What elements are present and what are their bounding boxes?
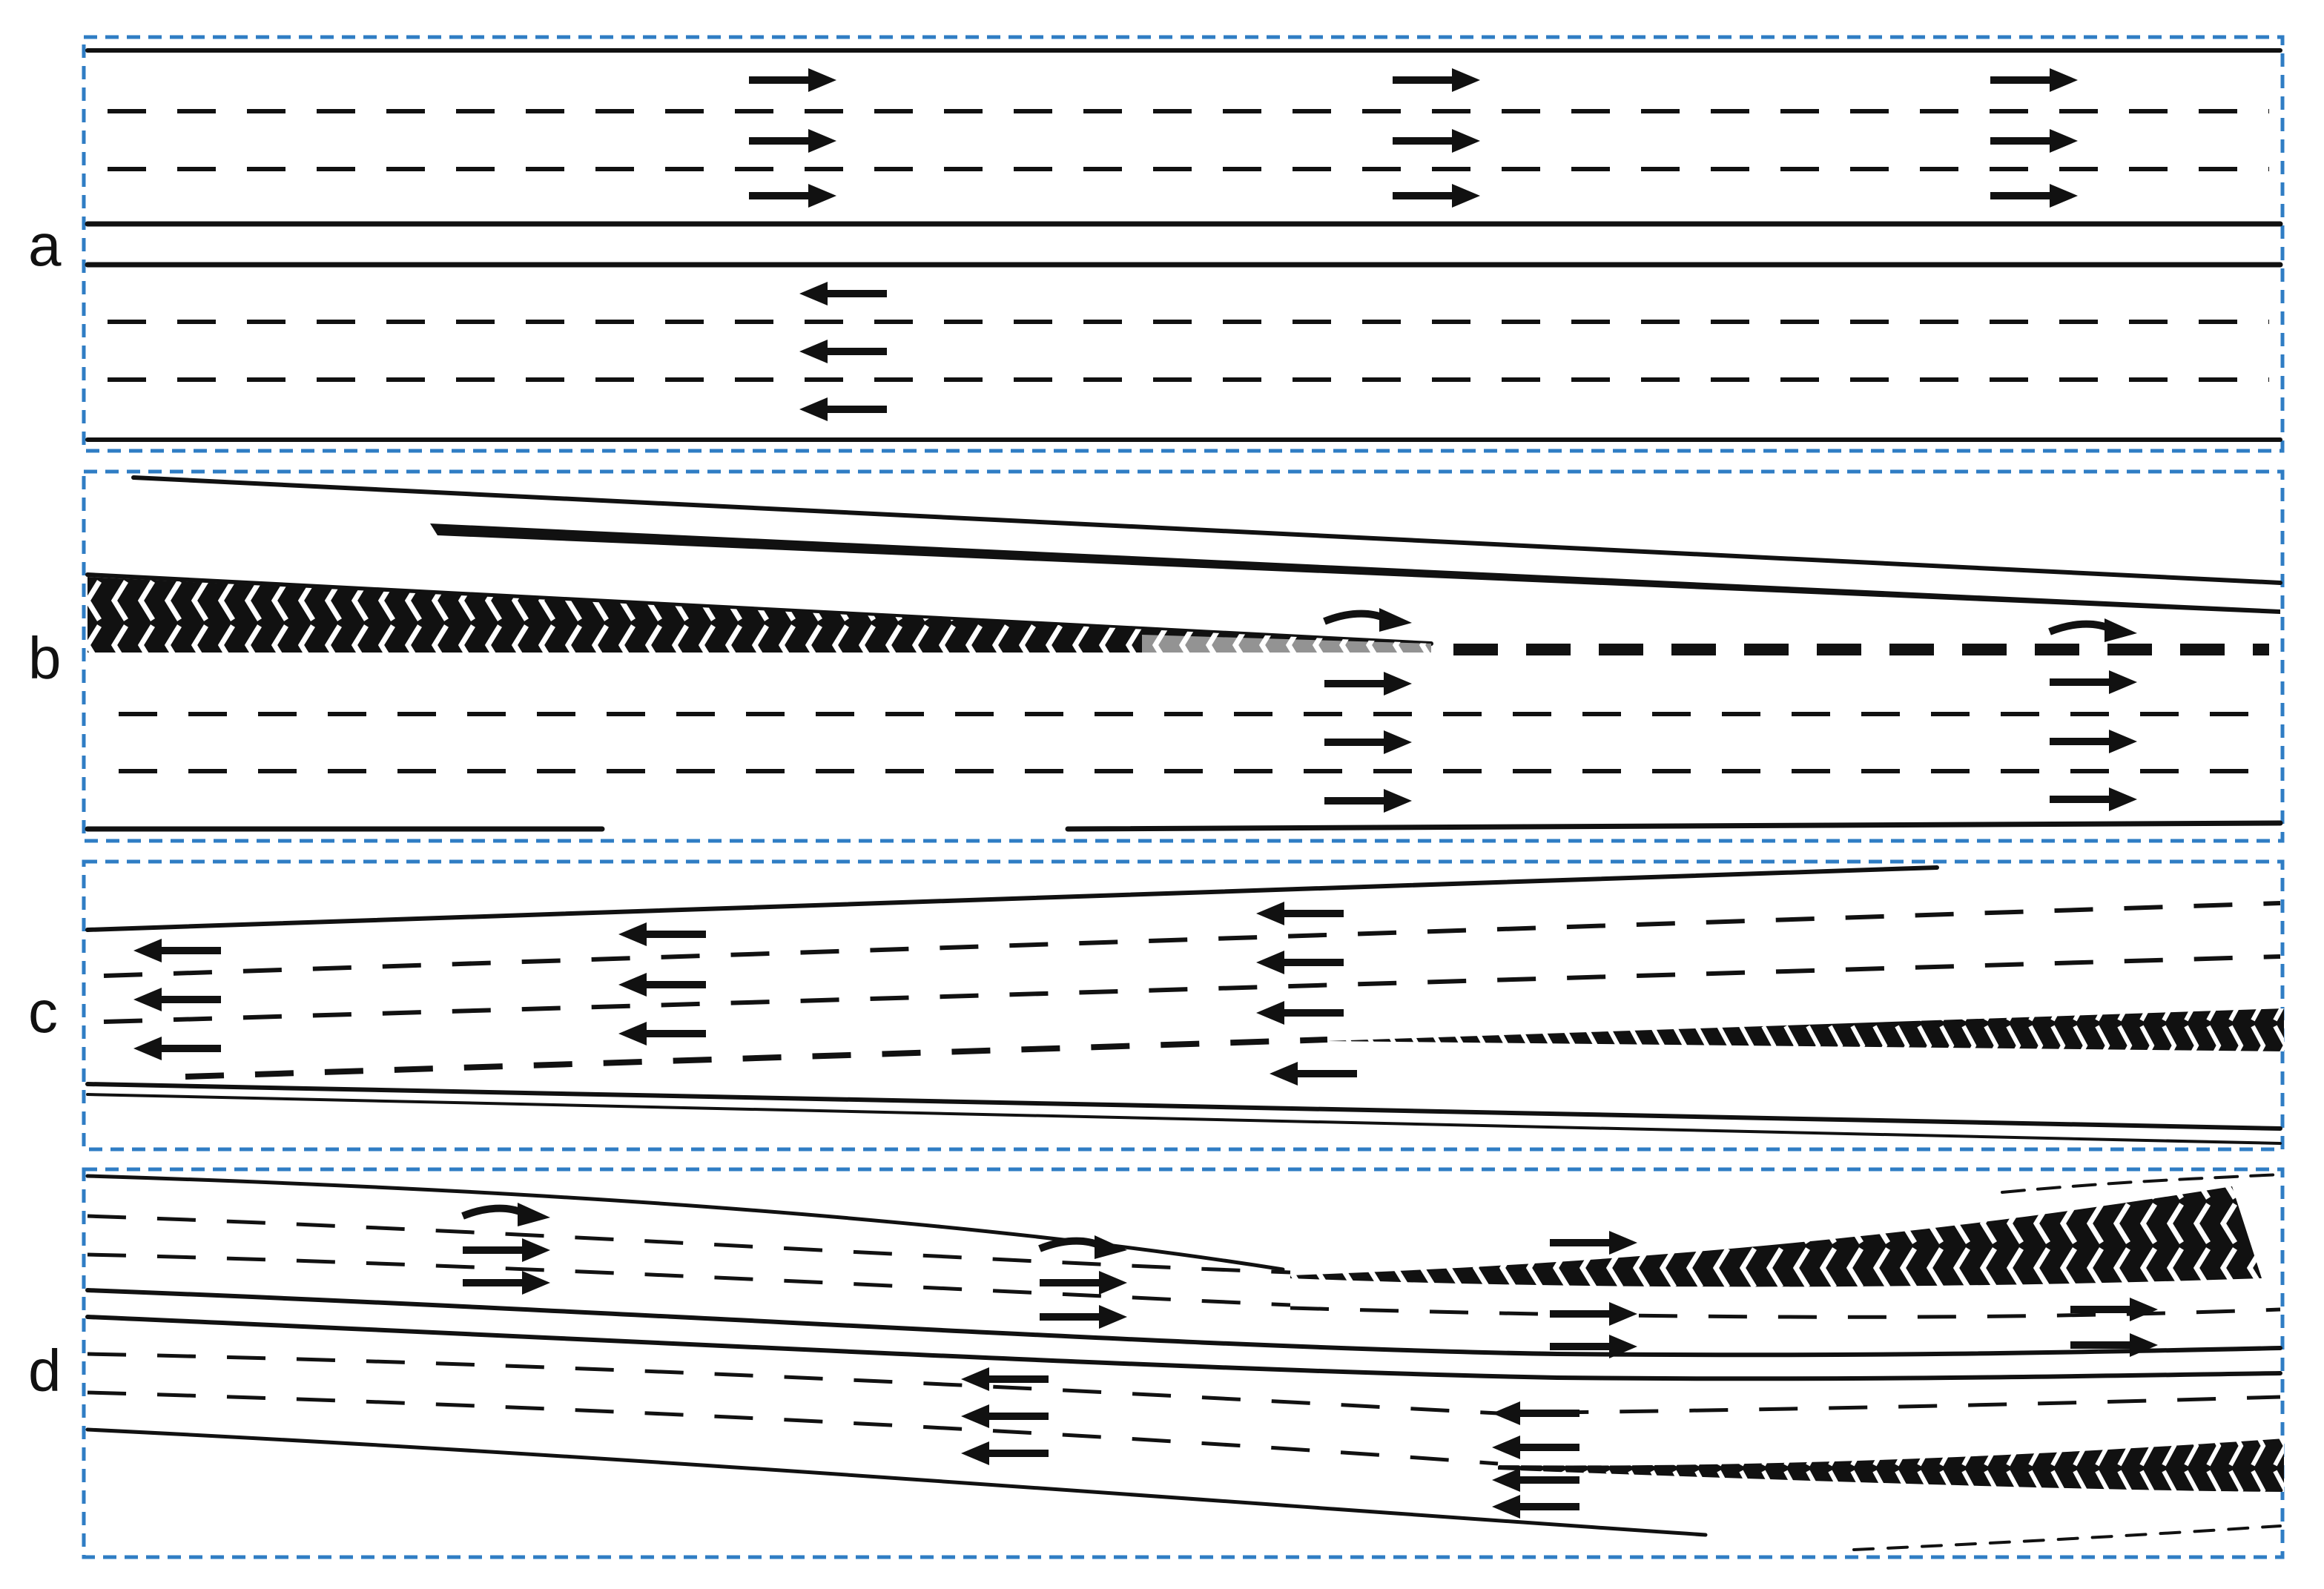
lane-arrow-left bbox=[799, 397, 887, 421]
lane-arrow-left bbox=[618, 922, 706, 946]
panel-d: d bbox=[28, 1167, 2285, 1559]
median-line bbox=[85, 1288, 2282, 1358]
arrow-group-left bbox=[799, 282, 887, 421]
lane-arrow-left bbox=[1492, 1495, 1579, 1519]
lane-divider bbox=[87, 1352, 2281, 1415]
gore-chevron-area bbox=[1290, 1186, 2262, 1287]
lane-arrow-right bbox=[1990, 184, 2078, 208]
panel-b-label: b bbox=[28, 625, 62, 691]
ramp-edge bbox=[430, 523, 2280, 614]
lane-arrow-left bbox=[1256, 1001, 1344, 1025]
lane-arrow-left bbox=[1256, 902, 1344, 925]
lane-arrow-right bbox=[749, 129, 836, 153]
panel-c: c bbox=[28, 859, 2285, 1152]
ramp-edge bbox=[2001, 1173, 2282, 1194]
lane-arrow-right bbox=[2070, 1298, 2158, 1321]
panel-d-label: d bbox=[28, 1338, 62, 1404]
lane-divider bbox=[87, 1390, 1499, 1466]
lane-arrow-right bbox=[2050, 670, 2137, 694]
edge-line bbox=[85, 1427, 1708, 1537]
gore-edge bbox=[85, 572, 1433, 646]
lane-change-arrow bbox=[2050, 618, 2137, 642]
lane-divider bbox=[87, 1214, 1291, 1275]
edge-line bbox=[85, 1082, 2282, 1131]
lane-divider-bold bbox=[185, 1037, 1328, 1080]
lane-divider bbox=[87, 1252, 1291, 1307]
lane-arrow-left bbox=[1492, 1401, 1579, 1425]
lane-arrow-right bbox=[749, 68, 836, 92]
lane-arrow-right bbox=[1393, 184, 1480, 208]
lane-arrow-right bbox=[1324, 789, 1412, 813]
lane-arrow-right bbox=[1990, 129, 2078, 153]
edge-line bbox=[86, 1093, 2282, 1145]
gore-chevron-area bbox=[1327, 1008, 2284, 1051]
panel-c-label: c bbox=[28, 979, 58, 1045]
lane-arrow-left bbox=[1492, 1436, 1579, 1459]
lane-change-arrow bbox=[1324, 608, 1412, 632]
panel-a-label: a bbox=[28, 212, 62, 278]
lane-arrow-left bbox=[799, 340, 887, 363]
lane-arrow-right bbox=[1324, 672, 1412, 696]
lane-arrow-left bbox=[1256, 951, 1344, 974]
lane-arrow-right bbox=[1324, 730, 1412, 754]
panel-b: b bbox=[28, 469, 2285, 843]
lane-arrow-right bbox=[1990, 68, 2078, 92]
panel-d-frame bbox=[82, 1167, 2285, 1559]
lane-arrow-left bbox=[133, 988, 221, 1011]
lane-arrow-left bbox=[799, 282, 887, 305]
lane-arrow-right bbox=[1550, 1302, 1637, 1326]
edge-line bbox=[131, 475, 2282, 585]
ramp-edge bbox=[1852, 1524, 2282, 1551]
edge-line bbox=[85, 865, 1939, 932]
panel-c-frame bbox=[82, 859, 2285, 1152]
lane-arrow-left bbox=[133, 1037, 221, 1060]
lane-arrow-right bbox=[1040, 1305, 1127, 1329]
median-line bbox=[85, 1315, 2282, 1381]
lane-arrow-right bbox=[2050, 787, 2137, 811]
lane-change-arrow bbox=[463, 1203, 550, 1226]
edge-line bbox=[1065, 820, 2283, 832]
lane-arrow-right bbox=[463, 1238, 550, 1262]
gore-chevron-area bbox=[1498, 1438, 2284, 1492]
panel-b-frame bbox=[82, 469, 2285, 843]
edge-line bbox=[85, 1174, 1285, 1272]
lane-divider bbox=[103, 954, 2281, 1024]
lane-divider bbox=[103, 901, 2281, 978]
lane-arrow-right bbox=[2050, 730, 2137, 753]
arrow-group-right bbox=[749, 68, 2078, 208]
lane-arrow-left bbox=[618, 1022, 706, 1045]
lane-arrow-left bbox=[961, 1404, 1049, 1428]
lane-arrow-left bbox=[1270, 1062, 1357, 1086]
lane-arrow-left bbox=[618, 973, 706, 997]
lane-arrow-right bbox=[749, 184, 836, 208]
lane-arrow-right bbox=[1393, 68, 1480, 92]
lane-arrow-right bbox=[1040, 1271, 1127, 1295]
lane-arrow-right bbox=[463, 1271, 550, 1295]
lane-arrow-right bbox=[1393, 129, 1480, 153]
lane-arrow-left bbox=[961, 1441, 1049, 1465]
lane-arrow-left bbox=[133, 939, 221, 962]
lane-arrow-right bbox=[1550, 1231, 1637, 1255]
panel-a-frame bbox=[82, 35, 2285, 453]
lane-divider bbox=[1290, 1306, 2281, 1319]
panel-a: a bbox=[28, 35, 2285, 453]
gore-chevron-area bbox=[88, 577, 1431, 653]
